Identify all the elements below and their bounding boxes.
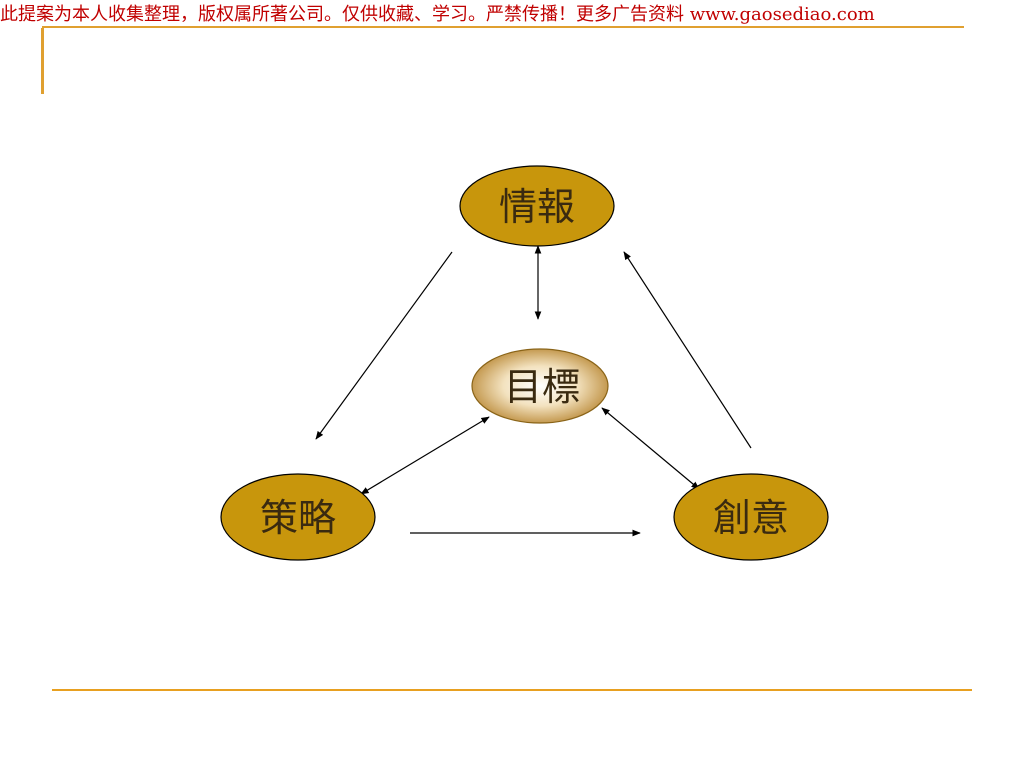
copyright-banner: 此提案为本人收集整理，版权属所著公司。仅供收藏、学习。严禁传播！更多广告资料 w…	[0, 4, 875, 25]
left-accent-bar	[41, 28, 44, 94]
bottom-divider	[52, 689, 972, 691]
node-left-label: 策略	[260, 496, 336, 540]
arrow-top-to-left	[315, 251, 453, 440]
arrow-center-right	[601, 407, 700, 490]
node-left: 策略	[220, 473, 376, 561]
node-center-label: 目標	[504, 365, 580, 409]
node-center: 目標	[471, 348, 609, 424]
arrow-center-left	[360, 416, 490, 495]
node-top-label: 情報	[499, 185, 575, 229]
node-right: 創意	[673, 473, 829, 561]
arrow-right-to-top	[623, 251, 752, 449]
node-right-label: 創意	[713, 496, 789, 540]
node-top: 情報	[459, 165, 615, 247]
top-divider	[42, 26, 964, 28]
